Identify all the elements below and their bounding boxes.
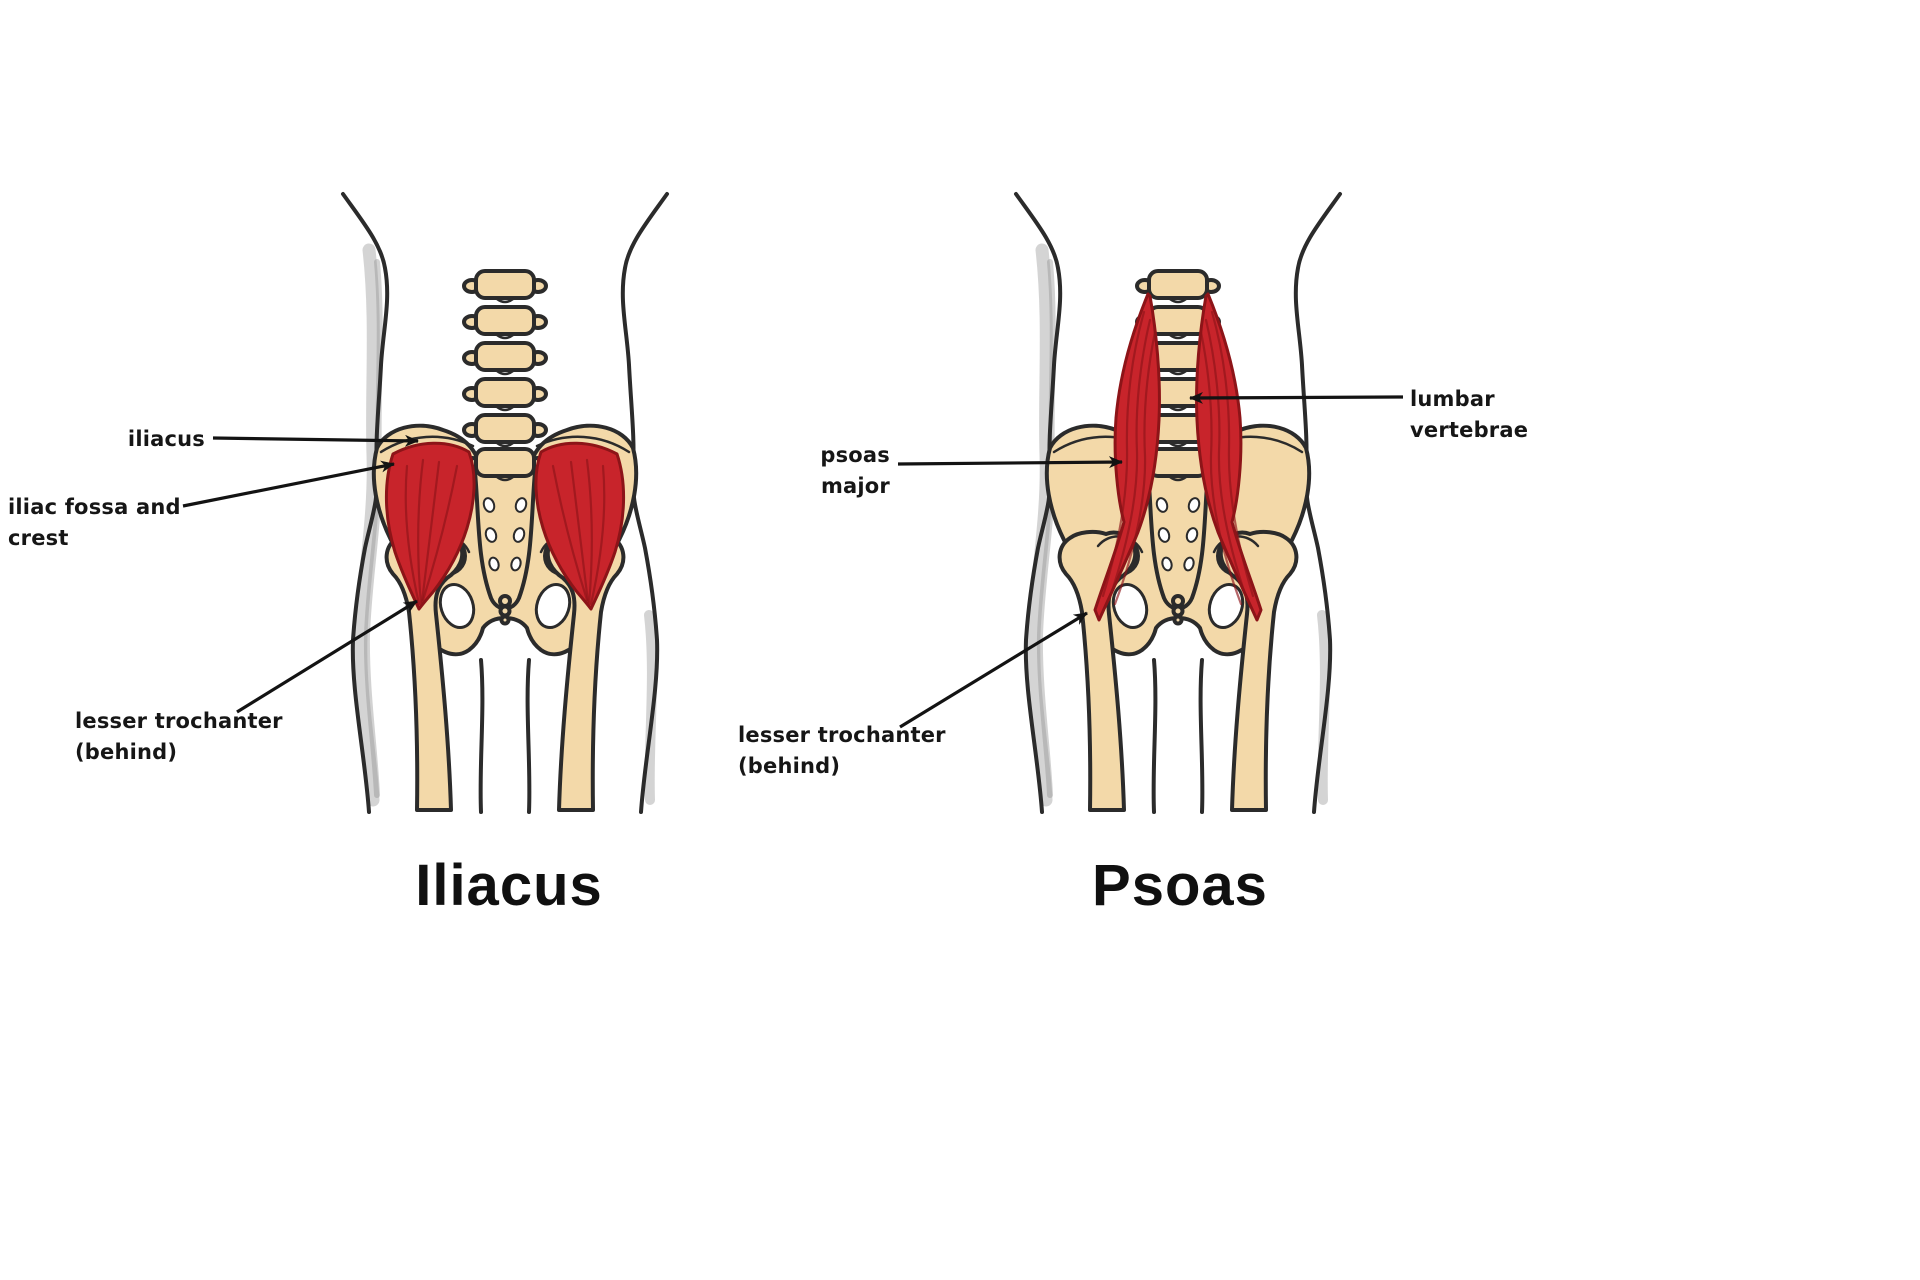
psoas-major-line2: major — [820, 474, 890, 498]
psoas-title: Psoas — [1092, 853, 1268, 918]
iliacus-arrow — [212, 434, 419, 447]
iliacus-label: iliacus — [127, 427, 205, 451]
figure-iliacus — [343, 194, 667, 812]
psoas-major-label: psoas major — [790, 440, 890, 502]
iliac-fossa-arrow — [182, 460, 395, 508]
lesser-trochanter-left-line1: lesser trochanter — [75, 709, 283, 733]
lumbar-vertebrae-label: lumbar vertebrae — [1410, 387, 1529, 442]
lesser-trochanter-right-line1: lesser trochanter — [738, 723, 946, 747]
lesser-trochanter-label-right: lesser trochanter (behind) — [738, 720, 958, 782]
lesser-trochanter-label-left: lesser trochanter (behind) — [75, 706, 295, 768]
iliacus-title: Iliacus — [415, 853, 603, 918]
lumbar-vertebrae-arrow — [1189, 391, 1404, 404]
psoas-major-line1: psoas — [820, 443, 890, 467]
iliac-fossa-label: iliac fossa and crest — [8, 495, 181, 550]
psoas-major-arrow — [897, 456, 1123, 469]
figure-psoas — [1016, 194, 1340, 812]
lesser-trochanter-right-line2: (behind) — [738, 754, 841, 778]
lesser-trochanter-left-line2: (behind) — [75, 740, 178, 764]
lesser-trochanter-arrow-right — [899, 611, 1088, 729]
lesser-trochanter-arrow-left — [236, 599, 418, 714]
